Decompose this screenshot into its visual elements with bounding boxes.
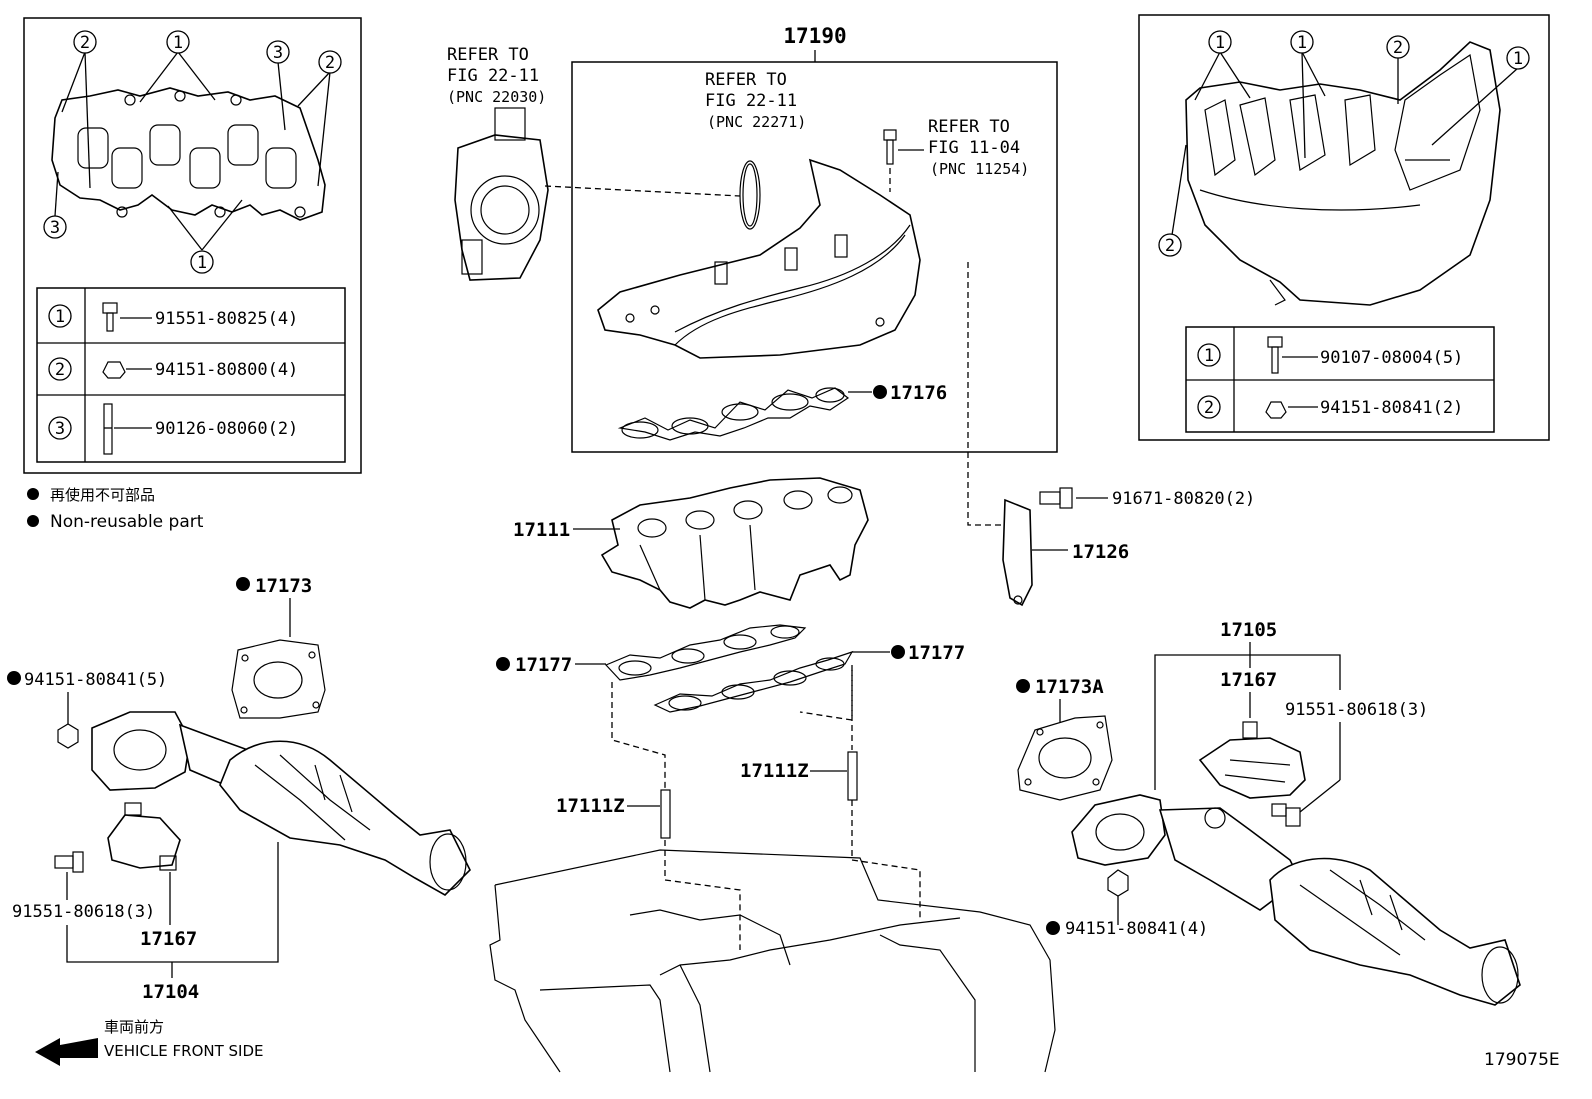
- svg-text:90107-08004(5): 90107-08004(5): [1320, 348, 1463, 368]
- gasket-17176: [617, 387, 850, 441]
- svg-text:2: 2: [1165, 236, 1175, 256]
- svg-text:1: 1: [197, 253, 207, 273]
- part-91551-left-label: 91551-80618(3): [12, 902, 155, 922]
- part-17173a-label: 17173A: [1035, 676, 1104, 698]
- part-94151-5-label: 94151-80841(5): [24, 670, 167, 690]
- figure-id: 179075E: [1484, 1050, 1560, 1070]
- svg-text:車両前方: 車両前方: [104, 1018, 164, 1036]
- part-17105-label: 17105: [1220, 619, 1277, 641]
- heat-insulator-left: [107, 802, 181, 871]
- svg-text:2: 2: [1204, 398, 1214, 418]
- left-inset-markers: 2 1 3 2 3 1: [43, 30, 342, 274]
- plenum-bolt: [883, 129, 897, 165]
- stud-17111z-left: [660, 789, 671, 839]
- nut-94151-4: [1107, 869, 1129, 897]
- part-17176-label: 17176: [890, 382, 947, 404]
- nut-94151-5: [57, 723, 79, 749]
- svg-text:1: 1: [1297, 33, 1307, 53]
- svg-text:1: 1: [1204, 346, 1214, 366]
- gasket-17173a: [1017, 715, 1113, 801]
- refer-oring: REFER TO FIG 22-11 (PNC 22271): [705, 70, 806, 131]
- part-17173-label: 17173: [255, 575, 312, 597]
- part-17104-label: 17104: [142, 981, 199, 1003]
- heat-insulator-right: [1198, 721, 1306, 799]
- left-inset-table: 1 2 3 91551-80825(4) 94151-80800(4): [36, 287, 346, 463]
- svg-text:1: 1: [173, 33, 183, 53]
- svg-text:2: 2: [325, 53, 335, 73]
- part-17111z-left-label: 17111Z: [556, 795, 625, 817]
- svg-text:94151-80841(2): 94151-80841(2): [1320, 398, 1463, 418]
- part-91671-label: 91671-80820(2): [1112, 489, 1255, 509]
- stud-icon: [103, 403, 113, 455]
- right-inset-markers: 1 1 2 1 2: [1158, 30, 1530, 257]
- intake-plenum: [597, 158, 921, 359]
- o-ring: [739, 160, 761, 230]
- nut-icon: [1265, 401, 1287, 419]
- part-94151-4-label: 94151-80841(4): [1065, 919, 1208, 939]
- svg-text:3: 3: [273, 43, 283, 63]
- intake-plenum-group: 17190 REFER TO FIG 22-11 (PNC 22030) REF…: [447, 24, 1058, 453]
- svg-text:(PNC 22030): (PNC 22030): [447, 88, 546, 106]
- svg-text:91551-80825(4): 91551-80825(4): [155, 309, 298, 329]
- gasket-17173: [231, 639, 326, 719]
- part-17111z-right-label: 17111Z: [740, 760, 809, 782]
- part-17167-left-label: 17167: [140, 928, 197, 950]
- right-inset-table: 1 2 90107-08004(5) 94151-80841(2): [1185, 326, 1495, 433]
- svg-text:(PNC 11254): (PNC 11254): [930, 160, 1029, 178]
- bolt-91671: [1039, 487, 1073, 509]
- svg-text:1: 1: [55, 307, 65, 327]
- gasket-17177-right: [653, 650, 854, 713]
- part-17167-right-label: 17167: [1220, 669, 1277, 691]
- svg-text:REFER TO: REFER TO: [928, 117, 1010, 137]
- svg-text:Non-reusable part: Non-reusable part: [50, 512, 204, 532]
- legend: 再使用不可部品 Non-reusable part: [27, 486, 204, 532]
- svg-text:2: 2: [80, 33, 90, 53]
- right-inset: 1 1 2 1 2 1 2 90107-08004(5): [1138, 14, 1550, 441]
- bolt-91551-right: [1271, 803, 1301, 827]
- vehicle-front-direction: 車両前方 VEHICLE FRONT SIDE: [35, 1018, 264, 1066]
- part-17177-left-label: 17177: [515, 654, 572, 676]
- svg-text:VEHICLE FRONT SIDE: VEHICLE FRONT SIDE: [104, 1042, 264, 1060]
- svg-text:2: 2: [55, 360, 65, 380]
- nut-icon: [102, 361, 126, 379]
- exhaust-manifold-left: [91, 711, 471, 896]
- left-inset: 2 1 3 2 3 1 1 2 3: [23, 17, 362, 474]
- svg-text:94151-80800(4): 94151-80800(4): [155, 360, 298, 380]
- part-17111-label: 17111: [513, 519, 570, 541]
- refer-bolt: REFER TO FIG 11-04 (PNC 11254): [928, 117, 1029, 178]
- refer-throttle-body: REFER TO FIG 22-11 (PNC 22030): [447, 45, 546, 106]
- svg-text:(PNC 22271): (PNC 22271): [707, 113, 806, 131]
- svg-text:FIG 22-11: FIG 22-11: [447, 66, 539, 86]
- svg-text:FIG 22-11: FIG 22-11: [705, 91, 797, 111]
- throttle-body: [454, 107, 549, 281]
- svg-text:90126-08060(2): 90126-08060(2): [155, 419, 298, 439]
- svg-text:REFER TO: REFER TO: [705, 70, 787, 90]
- svg-text:REFER TO: REFER TO: [447, 45, 529, 65]
- bolt-91551-left: [54, 851, 84, 873]
- engine-block: [489, 849, 1056, 1073]
- bolt-icon: [1267, 336, 1283, 374]
- arrow-left-icon: [35, 1038, 98, 1066]
- part-17177-right-label: 17177: [908, 642, 965, 664]
- part-17126-label: 17126: [1072, 541, 1129, 563]
- lower-intake-manifold: [600, 477, 869, 609]
- svg-text:1: 1: [1513, 49, 1523, 69]
- svg-text:2: 2: [1393, 38, 1403, 58]
- part-91551-right-label: 91551-80618(3): [1285, 700, 1428, 720]
- part-17190-label: 17190: [783, 24, 846, 48]
- svg-text:3: 3: [50, 218, 60, 238]
- svg-text:再使用不可部品: 再使用不可部品: [50, 486, 155, 504]
- svg-text:FIG 11-04: FIG 11-04: [928, 138, 1020, 158]
- stud-17111z-right: [847, 751, 858, 801]
- bolt-icon: [102, 302, 118, 332]
- svg-text:1: 1: [1215, 33, 1225, 53]
- svg-text:3: 3: [55, 419, 65, 439]
- gasket-17177-left: [604, 624, 807, 681]
- bracket-17126: [1002, 498, 1033, 607]
- exhaust-manifold-right: [1071, 794, 1521, 1006]
